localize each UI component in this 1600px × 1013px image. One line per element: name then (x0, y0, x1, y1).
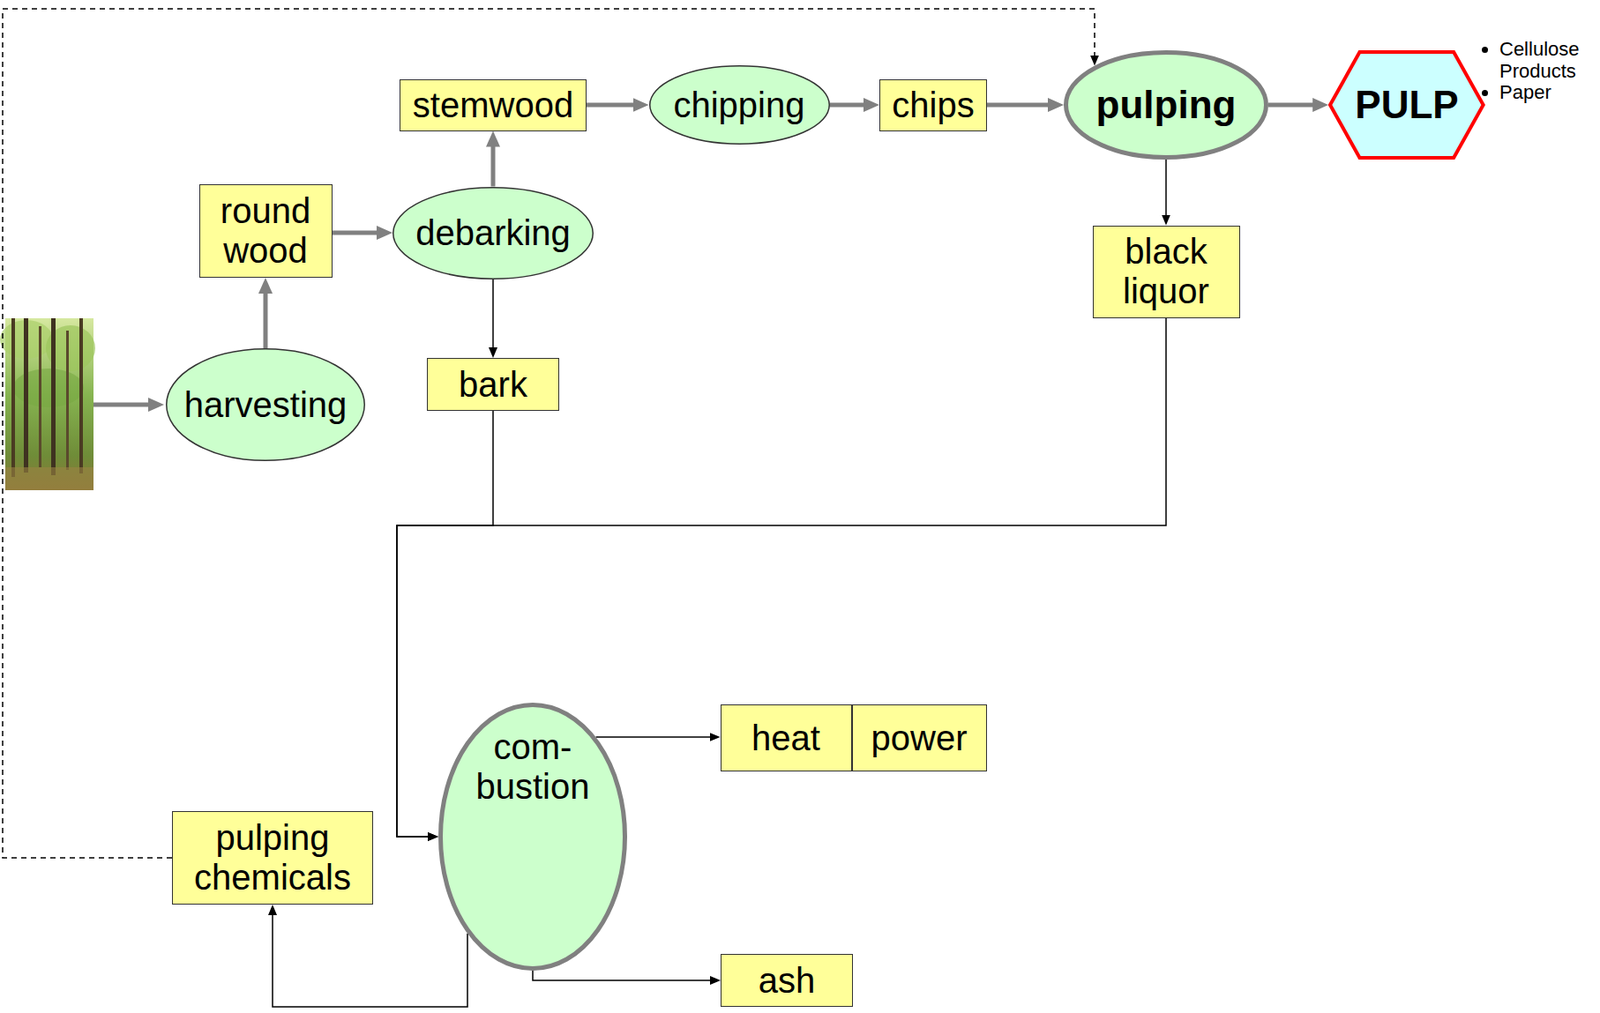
output-item: Paper (1499, 82, 1597, 105)
forest-picture (0, 318, 96, 491)
flow-arrow (93, 403, 157, 408)
node-label: stemwood (412, 85, 574, 126)
flow-arrow (491, 139, 496, 187)
node-label: pulping (1096, 82, 1237, 127)
node-label: pulping chemicals (194, 818, 352, 898)
ellipse-shape (166, 349, 366, 462)
flow-arrow (586, 103, 642, 108)
process-ellipse: com- bustion (438, 702, 628, 972)
flow-arrow (986, 103, 1056, 108)
material-box: bark (426, 358, 560, 412)
node-label: PULP (1354, 82, 1458, 127)
tree-trunk (79, 318, 83, 474)
node-label: chips (891, 85, 974, 126)
material-box: chips (879, 79, 987, 132)
ellipse-shape (1066, 52, 1267, 158)
output-item: Cellulose Products (1499, 38, 1597, 83)
ellipse-shape (649, 66, 830, 145)
process-ellipse: chipping (649, 65, 830, 145)
ellipse-shape (441, 705, 626, 970)
forest-floor (5, 467, 94, 491)
flow-arrow (332, 231, 386, 236)
ellipse-shape (393, 186, 594, 279)
node-label: heat (751, 718, 821, 759)
output-box: heat (720, 704, 853, 772)
hexagon-shape (1330, 52, 1484, 158)
node-label: bark (458, 365, 528, 405)
node-label: ash (758, 961, 816, 1002)
output-box: ash (720, 954, 853, 1008)
node-label: chipping (672, 85, 805, 126)
connector-arrow (2, 8, 1095, 859)
product-hexagon: PULP (1328, 50, 1486, 160)
tree-trunk (38, 326, 42, 468)
tree-trunk (66, 330, 69, 471)
node-label: harvesting (184, 385, 348, 426)
flow-arrow (1268, 103, 1321, 108)
connector-arrow (596, 736, 716, 739)
node-label: black liquor (1122, 231, 1210, 312)
tree-trunk (11, 318, 15, 478)
connector-arrow (1165, 159, 1167, 221)
output-list: Cellulose ProductsPaper (1481, 38, 1597, 105)
connector-arrow (492, 279, 494, 354)
flow-arrow (829, 103, 873, 108)
connector-group (2, 8, 1321, 1008)
process-ellipse: pulping (1063, 50, 1269, 160)
process-ellipse: debarking (392, 186, 594, 280)
flow-arrow (263, 285, 269, 349)
node-label: com- bustion (476, 727, 591, 808)
node-label: round wood (220, 191, 311, 271)
material-box: black liquor (1092, 225, 1241, 319)
connector-arrow (532, 971, 716, 981)
material-box: round wood (199, 184, 333, 278)
connector-arrow (272, 910, 468, 1008)
connector-arrow (396, 318, 1167, 838)
output-box: power (852, 704, 987, 772)
node-label: power (871, 718, 968, 759)
tree-trunk (51, 318, 56, 476)
tree-trunk (23, 318, 29, 473)
material-box: pulping chemicals (171, 811, 374, 905)
material-box: stemwood (399, 79, 587, 132)
process-ellipse: harvesting (165, 348, 366, 462)
node-label: debarking (415, 213, 571, 254)
